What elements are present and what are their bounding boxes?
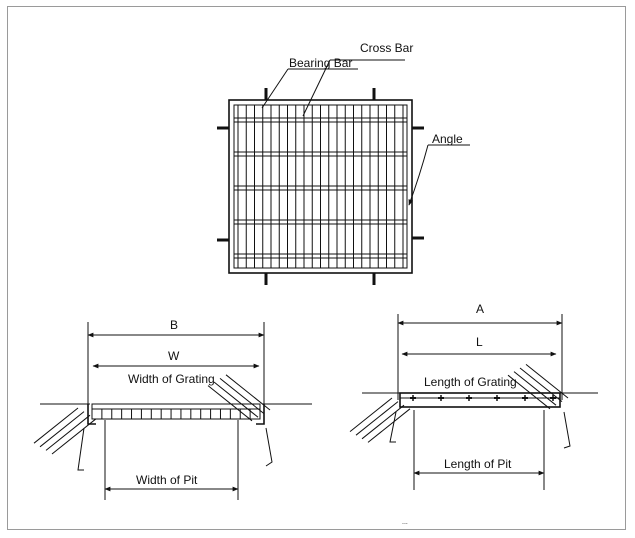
mounting-lugs bbox=[217, 88, 424, 285]
a-label: A bbox=[476, 302, 484, 316]
hatch-line bbox=[519, 367, 563, 402]
hatch-line bbox=[361, 404, 405, 440]
length-of-grating-label: Length of Grating bbox=[424, 375, 517, 389]
hatch-line bbox=[525, 364, 569, 399]
angle-left bbox=[87, 404, 96, 425]
hatch-line bbox=[513, 371, 557, 406]
hatch-line bbox=[355, 401, 399, 436]
hatch-line bbox=[207, 385, 253, 422]
angle-right bbox=[256, 404, 265, 425]
grating-section bbox=[91, 403, 261, 420]
width-section bbox=[33, 322, 312, 500]
length-section bbox=[349, 314, 598, 490]
width-of-pit-label: Width of Pit bbox=[136, 473, 198, 487]
hatch-line bbox=[219, 378, 265, 414]
hatch-line bbox=[33, 407, 79, 444]
anchor-left-2 bbox=[389, 411, 397, 443]
hatch-line bbox=[367, 408, 411, 443]
l-label: L bbox=[476, 335, 483, 349]
cross-bar-label: Cross Bar bbox=[360, 41, 413, 55]
outer-angle-frame bbox=[228, 99, 413, 274]
angle-leader bbox=[408, 144, 429, 206]
cross-bars bbox=[234, 117, 407, 259]
top-view-leaders bbox=[261, 59, 470, 206]
length-of-pit-label: Length of Pit bbox=[444, 457, 512, 471]
hatch-line bbox=[39, 411, 85, 448]
soil-hatch-right-2 bbox=[507, 364, 569, 410]
cross-bar-markers bbox=[410, 395, 556, 401]
anchor-right bbox=[265, 427, 273, 467]
soil-hatch-left-2 bbox=[349, 397, 411, 443]
width-of-grating-label: Width of Grating bbox=[128, 372, 215, 386]
hatch-line bbox=[507, 374, 551, 410]
anchor-right-2 bbox=[563, 411, 571, 449]
angle-label: Angle bbox=[432, 132, 463, 146]
bearing-bar-label: Bearing Bar bbox=[289, 56, 352, 70]
soil-hatch-left bbox=[33, 407, 97, 455]
b-label: B bbox=[170, 318, 178, 332]
grating-long-section bbox=[399, 392, 561, 408]
grating-section-bars bbox=[101, 409, 251, 419]
anchor-left bbox=[77, 427, 85, 471]
grating-top-view bbox=[217, 88, 424, 285]
hatch-line bbox=[45, 414, 91, 451]
hatch-line bbox=[349, 397, 393, 432]
soil-hatch-right bbox=[207, 374, 271, 422]
hatch-line bbox=[225, 374, 271, 411]
footer-mark: ... bbox=[402, 519, 408, 526]
hatch-line bbox=[213, 381, 259, 418]
bearing-bar-leader bbox=[261, 68, 289, 109]
w-label: W bbox=[168, 349, 180, 363]
